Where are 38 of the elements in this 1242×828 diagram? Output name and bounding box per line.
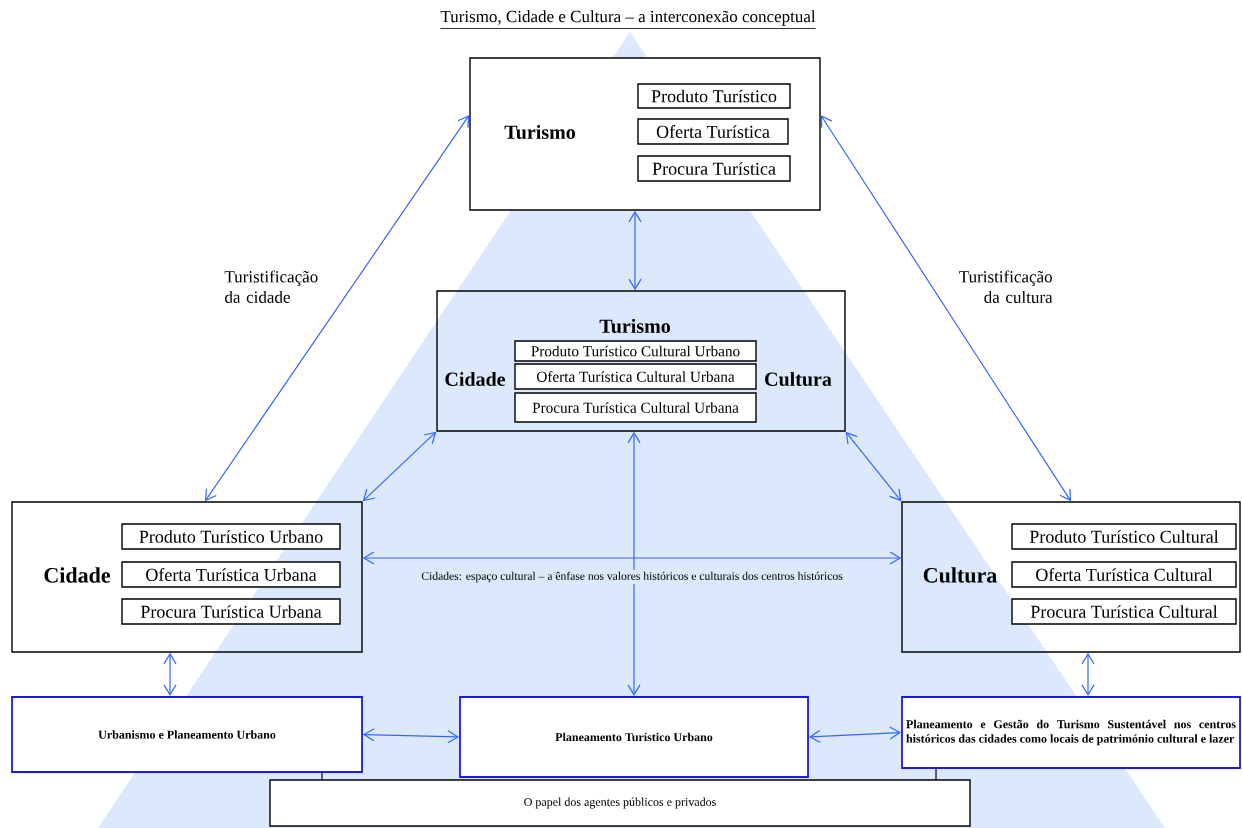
double-arrow <box>627 431 641 697</box>
text-box: Procura Turística <box>637 155 791 182</box>
box-heading: Cidade <box>445 371 506 386</box>
double-arrow <box>820 115 1071 502</box>
text-box: Oferta Turística Cultural <box>1011 561 1237 588</box>
double-arrow <box>808 726 902 744</box>
text-box: Procura Turística Urbana <box>121 598 341 625</box>
title: Turismo, Cidade e Cultura – a interconexão conceptual <box>440 10 816 29</box>
double-arrow <box>1081 652 1095 697</box>
connector-line <box>935 768 937 780</box>
text-box: Oferta Turística Urbana <box>121 561 341 588</box>
concept-box: Planeamento Turístico Urbano <box>459 696 809 778</box>
text-box: Oferta Turística Cultural Urbana <box>514 363 757 390</box>
double-arrow <box>362 728 460 744</box>
double-arrow <box>163 652 177 697</box>
concept-box: O papel dos agentes públicos e privados <box>269 779 971 827</box>
double-arrow <box>845 431 902 502</box>
text-box: Produto Turístico Cultural <box>1011 523 1237 550</box>
box-heading: Cultura <box>765 371 832 387</box>
box-heading: Turismo <box>504 124 576 140</box>
text-box: Produto Turístico Cultural Urbano <box>514 340 757 362</box>
text-box: Produto Turístico <box>637 83 791 109</box>
concept-box: Planeamento e Gestão do Turismo Sustentável nos centros históricos das cidades como locais de património cultural e lazer <box>901 696 1241 769</box>
box-heading: Turismo <box>599 318 671 334</box>
double-arrow <box>362 551 902 565</box>
double-arrow <box>362 431 437 502</box>
box-heading: Cultura <box>923 567 997 583</box>
edge-label: Turistificação da cultura <box>950 268 1055 305</box>
text-box: Procura Turística Cultural <box>1011 598 1237 625</box>
concept-box: Urbanismo e Planeamento Urbano <box>11 696 363 773</box>
text-box: Procura Turística Cultural Urbana <box>514 392 757 423</box>
connector-line <box>321 772 323 780</box>
box-heading: Cidade <box>44 567 111 583</box>
double-arrow <box>205 115 470 502</box>
double-arrow <box>628 210 642 291</box>
edge-label: Turistificação da cidade <box>222 268 327 305</box>
text-box: Oferta Turística <box>637 118 789 145</box>
text-box: Produto Turístico Urbano <box>121 523 341 550</box>
